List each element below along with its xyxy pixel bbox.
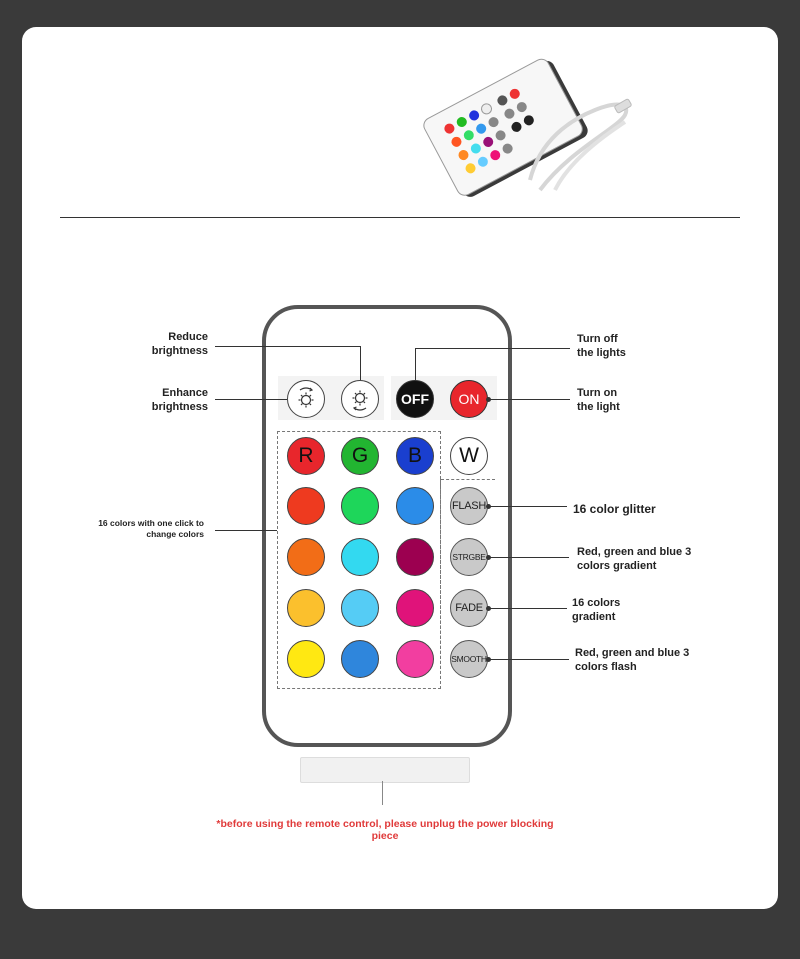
remote-stand bbox=[300, 757, 470, 783]
green-button[interactable]: G bbox=[341, 437, 379, 475]
sixteen-colors-line2: change colors bbox=[60, 529, 204, 540]
brightness-down-button[interactable] bbox=[287, 380, 325, 418]
color-button-row3-col1[interactable] bbox=[287, 589, 325, 627]
on-button[interactable]: ON bbox=[450, 380, 488, 418]
reduce-leader-h bbox=[215, 346, 361, 347]
color-button-row2-col2[interactable] bbox=[341, 538, 379, 576]
reduce-brightness-label: Reduce brightness bbox=[120, 330, 208, 358]
turn-off-line1: Turn off bbox=[577, 332, 626, 346]
power-blocking-note: *before using the remote control, please… bbox=[190, 818, 580, 842]
white-button[interactable]: W bbox=[450, 437, 488, 475]
turn-off-label: Turn off the lights bbox=[577, 332, 626, 360]
sixteen-colors-leader bbox=[215, 530, 277, 531]
enhance-brightness-label: Enhance brightness bbox=[120, 386, 208, 414]
color-button-row1-col3[interactable] bbox=[396, 487, 434, 525]
sixteen-colors-label: 16 colors with one click to change color… bbox=[60, 518, 204, 540]
turn-off-line2: the lights bbox=[577, 346, 626, 360]
sun-down-icon bbox=[291, 384, 321, 414]
color-button-row3-col2[interactable] bbox=[341, 589, 379, 627]
reduce-label-line2: brightness bbox=[120, 344, 208, 358]
strobe-button[interactable]: STRGBE bbox=[450, 538, 488, 576]
fade-button[interactable]: FADE bbox=[450, 589, 488, 627]
off-button[interactable]: OFF bbox=[396, 380, 434, 418]
turn-on-label: Turn on the light bbox=[577, 386, 620, 414]
note-line1: *before using the remote control, please… bbox=[190, 818, 580, 830]
enhance-label-line1: Enhance bbox=[120, 386, 208, 400]
smooth-button[interactable]: SMOOTH bbox=[450, 640, 488, 678]
color-button-row2-col3[interactable] bbox=[396, 538, 434, 576]
color-button-row4-col2[interactable] bbox=[341, 640, 379, 678]
enhance-leader bbox=[215, 399, 287, 400]
stand-leader-line bbox=[382, 781, 383, 805]
turn-on-line2: the light bbox=[577, 400, 620, 414]
turn-off-leader-h bbox=[415, 348, 570, 349]
mode-buttons-group-side bbox=[440, 479, 441, 689]
strobe-line2: colors gradient bbox=[577, 559, 691, 573]
remote-product-photo bbox=[420, 50, 640, 200]
fade-label: 16 colors gradient bbox=[572, 596, 620, 624]
reduce-leader-v bbox=[360, 346, 361, 380]
color-button-row1-col1[interactable] bbox=[287, 487, 325, 525]
strobe-line1: Red, green and blue 3 bbox=[577, 545, 691, 559]
blue-button[interactable]: B bbox=[396, 437, 434, 475]
flash-leader bbox=[489, 506, 567, 507]
flash-button[interactable]: FLASH bbox=[450, 487, 488, 525]
strobe-label: Red, green and blue 3 colors gradient bbox=[577, 545, 691, 573]
smooth-line2: colors flash bbox=[575, 660, 689, 674]
color-button-row1-col2[interactable] bbox=[341, 487, 379, 525]
smooth-line1: Red, green and blue 3 bbox=[575, 646, 689, 660]
red-button[interactable]: R bbox=[287, 437, 325, 475]
sun-up-icon bbox=[345, 384, 375, 414]
turn-on-leader bbox=[489, 399, 570, 400]
fade-leader bbox=[489, 608, 567, 609]
color-button-row4-col1[interactable] bbox=[287, 640, 325, 678]
color-button-row3-col3[interactable] bbox=[396, 589, 434, 627]
flash-label: 16 color glitter bbox=[573, 502, 656, 516]
note-line2: piece bbox=[190, 830, 580, 842]
brightness-up-button[interactable] bbox=[341, 380, 379, 418]
reduce-label-line1: Reduce bbox=[120, 330, 208, 344]
turn-on-line1: Turn on bbox=[577, 386, 620, 400]
fade-line1: 16 colors bbox=[572, 596, 620, 610]
enhance-label-line2: brightness bbox=[120, 400, 208, 414]
turn-off-leader-v bbox=[415, 348, 416, 380]
smooth-leader bbox=[489, 659, 569, 660]
mode-buttons-group bbox=[441, 479, 495, 480]
section-divider bbox=[60, 217, 740, 218]
sixteen-colors-line1: 16 colors with one click to bbox=[60, 518, 204, 529]
color-button-row2-col1[interactable] bbox=[287, 538, 325, 576]
strobe-leader bbox=[489, 557, 569, 558]
fade-line2: gradient bbox=[572, 610, 620, 624]
smooth-label: Red, green and blue 3 colors flash bbox=[575, 646, 689, 674]
color-button-row4-col3[interactable] bbox=[396, 640, 434, 678]
